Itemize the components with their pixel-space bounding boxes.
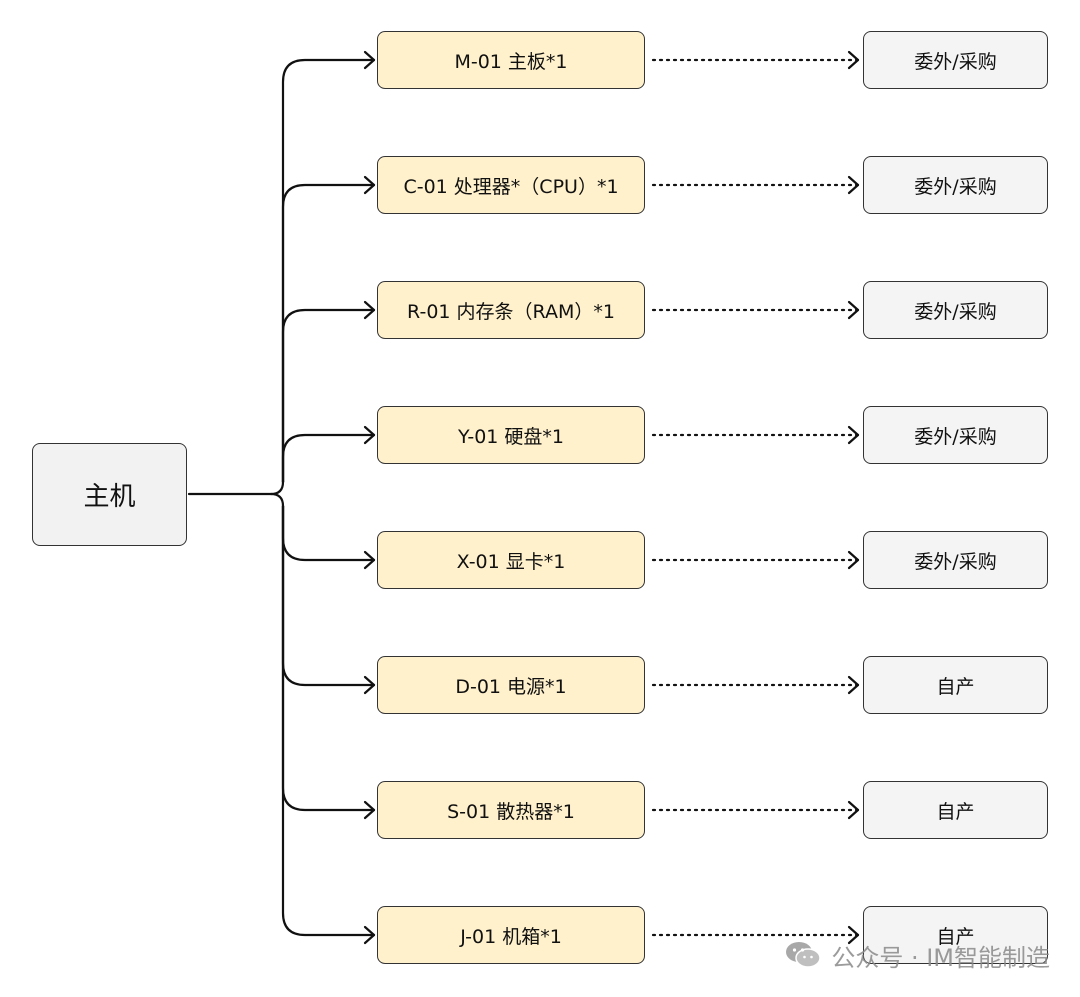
source-node-r01[interactable]: 委外/采购 bbox=[863, 281, 1048, 339]
source-node-c01[interactable]: 委外/采购 bbox=[863, 156, 1048, 214]
part-label: R-01 内存条（RAM）*1 bbox=[407, 300, 615, 323]
part-node-m01[interactable]: M-01 主板*1 bbox=[377, 31, 645, 89]
source-arrowhead bbox=[847, 800, 860, 820]
source-arrowhead bbox=[847, 925, 860, 945]
branch-arrowhead bbox=[363, 425, 376, 445]
part-node-r01[interactable]: R-01 内存条（RAM）*1 bbox=[377, 281, 645, 339]
branch-arrowhead bbox=[363, 300, 376, 320]
branch-connector bbox=[281, 183, 376, 484]
part-label: S-01 散热器*1 bbox=[447, 800, 575, 823]
branch-arrowhead bbox=[363, 800, 376, 820]
root-node[interactable]: 主机 bbox=[32, 443, 187, 546]
root-connector bbox=[187, 480, 285, 496]
source-node-d01[interactable]: 自产 bbox=[863, 656, 1048, 714]
source-arrowhead bbox=[847, 50, 860, 70]
part-node-d01[interactable]: D-01 电源*1 bbox=[377, 656, 645, 714]
branch-connector bbox=[281, 504, 376, 937]
source-label: 委外/采购 bbox=[914, 550, 997, 573]
source-node-y01[interactable]: 委外/采购 bbox=[863, 406, 1048, 464]
part-label: M-01 主板*1 bbox=[454, 50, 568, 73]
part-node-y01[interactable]: Y-01 硬盘*1 bbox=[377, 406, 645, 464]
root-label: 主机 bbox=[83, 482, 136, 512]
watermark: 公众号 · IM智能制造 bbox=[785, 938, 1050, 972]
part-label: X-01 显卡*1 bbox=[456, 550, 566, 573]
part-node-s01[interactable]: S-01 散热器*1 bbox=[377, 781, 645, 839]
source-arrowhead bbox=[847, 175, 860, 195]
branch-connector bbox=[281, 308, 376, 484]
part-label: D-01 电源*1 bbox=[455, 675, 567, 698]
source-arrowhead bbox=[847, 675, 860, 695]
branch-connector bbox=[281, 504, 376, 562]
branch-arrowhead bbox=[363, 675, 376, 695]
source-label: 自产 bbox=[936, 925, 975, 948]
source-arrowhead bbox=[847, 425, 860, 445]
source-label: 自产 bbox=[936, 800, 975, 823]
source-node-j01[interactable]: 自产 bbox=[863, 906, 1048, 964]
branch-arrowhead bbox=[363, 925, 376, 945]
source-label: 委外/采购 bbox=[914, 175, 997, 198]
branch-connector bbox=[281, 504, 376, 687]
source-node-m01[interactable]: 委外/采购 bbox=[863, 31, 1048, 89]
branch-arrowhead bbox=[363, 175, 376, 195]
source-node-x01[interactable]: 委外/采购 bbox=[863, 531, 1048, 589]
part-node-c01[interactable]: C-01 处理器*（CPU）*1 bbox=[377, 156, 645, 214]
root-connector-lower bbox=[269, 492, 285, 508]
branch-connector bbox=[281, 504, 376, 812]
source-arrowhead bbox=[847, 550, 860, 570]
branch-arrowhead bbox=[363, 50, 376, 70]
branch-connector bbox=[281, 433, 376, 484]
part-node-j01[interactable]: J-01 机箱*1 bbox=[377, 906, 645, 964]
source-label: 委外/采购 bbox=[914, 425, 997, 448]
part-label: Y-01 硬盘*1 bbox=[457, 425, 564, 448]
watermark-text: 公众号 · IM智能制造 bbox=[831, 943, 1050, 972]
source-label: 委外/采购 bbox=[914, 300, 997, 323]
branch-arrowhead bbox=[363, 550, 376, 570]
part-node-x01[interactable]: X-01 显卡*1 bbox=[377, 531, 645, 589]
wechat-icon bbox=[786, 942, 822, 968]
source-node-s01[interactable]: 自产 bbox=[863, 781, 1048, 839]
source-label: 自产 bbox=[936, 675, 975, 698]
branch-connector bbox=[281, 58, 376, 484]
part-label: J-01 机箱*1 bbox=[460, 925, 562, 948]
source-arrowhead bbox=[847, 300, 860, 320]
part-label: C-01 处理器*（CPU）*1 bbox=[403, 175, 619, 198]
source-label: 委外/采购 bbox=[914, 50, 997, 73]
